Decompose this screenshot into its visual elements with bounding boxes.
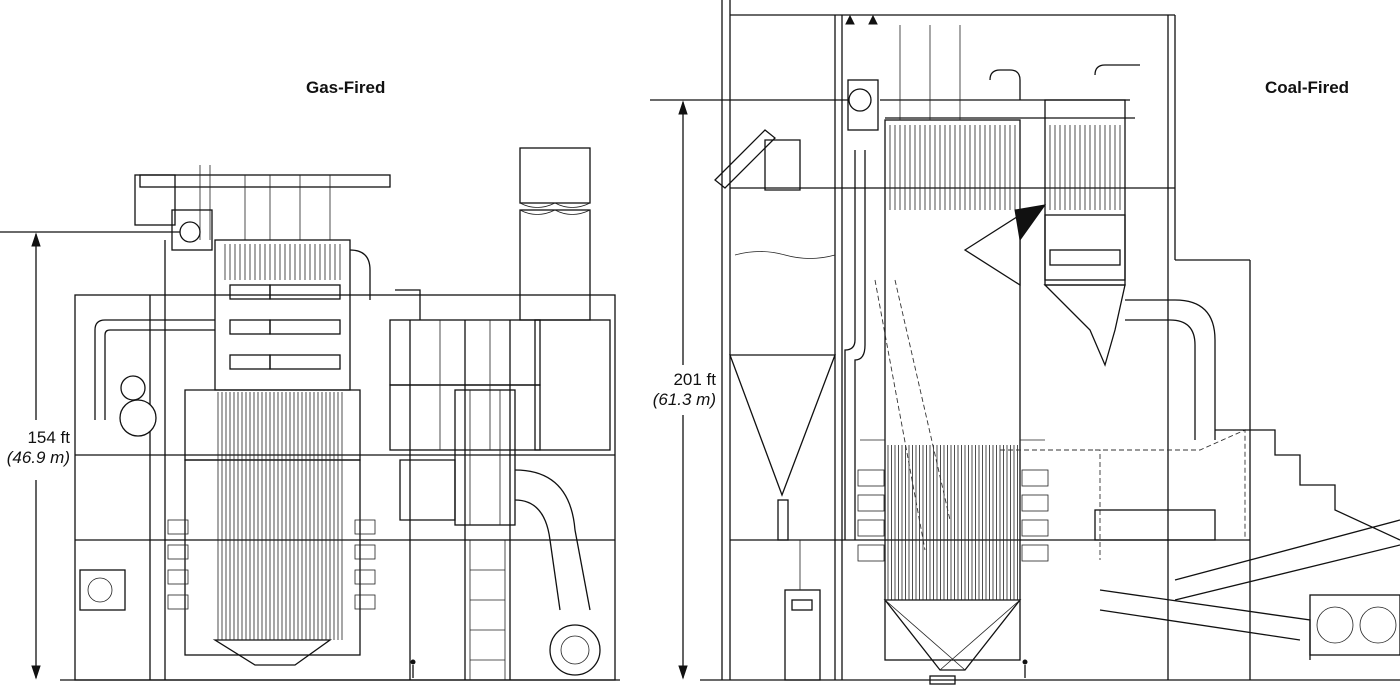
gas-stack xyxy=(519,147,591,204)
coal-silo xyxy=(729,354,836,497)
coal-fan xyxy=(1309,594,1400,656)
coal-steam-drum xyxy=(848,88,872,112)
gas-steam-drum xyxy=(179,221,201,243)
coal-height-label: 201 ft (61.3 m) xyxy=(640,370,716,410)
burner xyxy=(354,594,376,610)
burner xyxy=(354,544,376,560)
coal-air-heater xyxy=(1094,509,1216,541)
gas-fired-title: Gas-Fired xyxy=(306,78,386,97)
coal-pulverizer xyxy=(784,589,821,681)
burner xyxy=(1021,519,1049,537)
coal-height-m: (61.3 m) xyxy=(652,390,716,409)
burner xyxy=(167,544,189,560)
burner xyxy=(857,469,885,487)
burner xyxy=(354,569,376,585)
burner xyxy=(857,519,885,537)
burner xyxy=(1021,469,1049,487)
gas-height-ft: 154 ft xyxy=(27,428,70,447)
coal-fired-title: Coal-Fired xyxy=(1265,78,1350,97)
burner xyxy=(1021,494,1049,512)
gas-fired-boiler-drawing xyxy=(0,147,620,681)
burner xyxy=(167,594,189,610)
burner xyxy=(167,519,189,535)
burner xyxy=(167,569,189,585)
coal-furnace xyxy=(884,119,1021,661)
burner xyxy=(857,544,885,562)
gas-height-label: 154 ft (46.9 m) xyxy=(0,428,70,468)
coal-fired-boiler-drawing xyxy=(650,0,1400,685)
burner xyxy=(857,494,885,512)
burner xyxy=(1021,544,1049,562)
gas-height-m: (46.9 m) xyxy=(6,448,70,467)
gas-air-heater xyxy=(454,389,516,526)
burner xyxy=(354,519,376,535)
gas-fan xyxy=(549,624,601,676)
coal-height-ft: 201 ft xyxy=(673,370,716,389)
